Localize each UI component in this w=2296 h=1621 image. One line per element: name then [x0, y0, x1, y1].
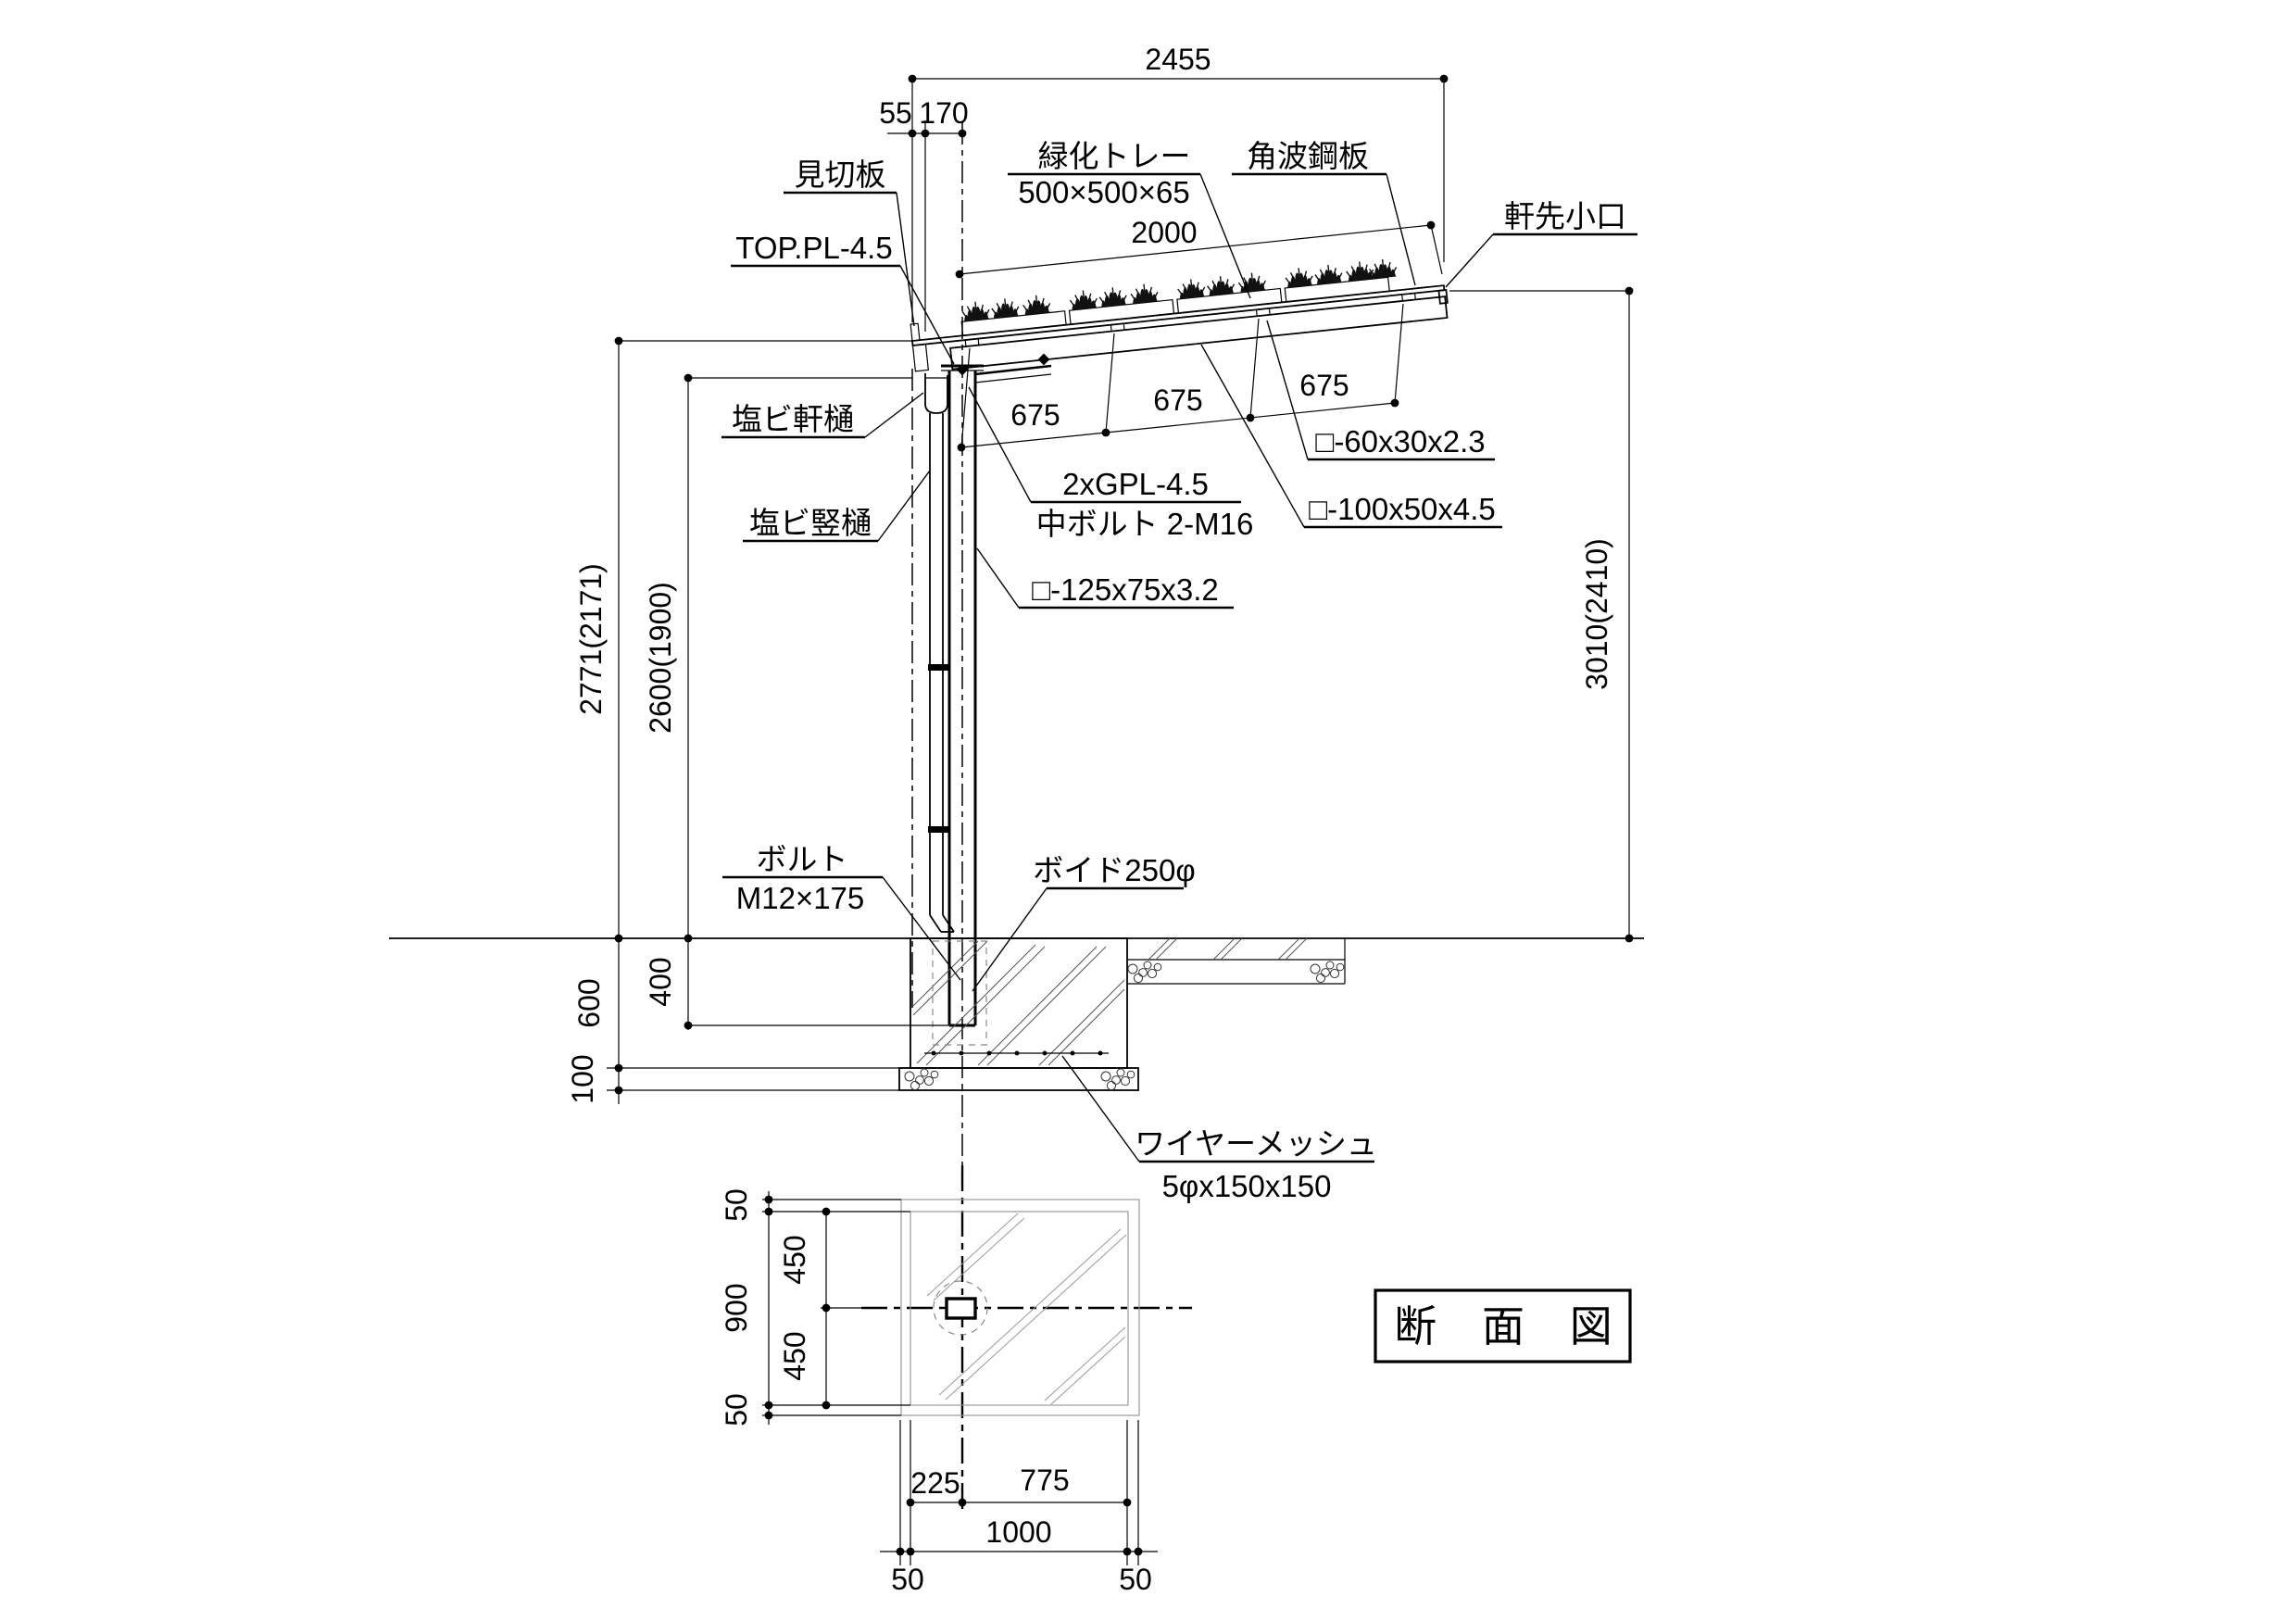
label-downspout: 塩ビ竪樋: [749, 506, 872, 540]
greening-trays: [960, 276, 1390, 336]
annotations: 見切板 TOP.PL-4.5 緑化トレー 500×500×65 角波鋼板 軒先小…: [721, 139, 1637, 1203]
label-top-plate: TOP.PL-4.5: [735, 231, 892, 265]
dim-purlin-span-3: 675: [1299, 369, 1349, 402]
eaves-gutter-profile: [924, 373, 948, 414]
label-wire-mesh: ワイヤーメッシュ: [1135, 1126, 1377, 1161]
wire-mesh-line: [924, 1050, 1109, 1056]
dim-edge-offset: 55: [879, 96, 912, 130]
bolt-mark: [1037, 353, 1050, 366]
label-green-tray: 緑化トレー: [1038, 139, 1191, 173]
gusset-plate-line: [974, 364, 1052, 376]
dimension-lines: [607, 74, 1634, 1565]
plan-inner-square: [910, 1211, 1129, 1406]
dim-height-right: 3010(2410): [1580, 538, 1613, 690]
dim-gutter-offset: 170: [919, 96, 968, 130]
void-circle: [933, 1280, 988, 1336]
steel-post: [941, 353, 1052, 1027]
drawing-title: 断 面 図: [1394, 1302, 1629, 1351]
label-bolt: ボルト: [757, 842, 848, 876]
plan-outer-square: [900, 1199, 1140, 1416]
dim-purlin-span-1: 675: [1010, 398, 1060, 432]
dim-base-depth: 100: [566, 1054, 599, 1103]
plan-post-section: [945, 1297, 977, 1320]
plan-hatch: [926, 1213, 1127, 1405]
dim-embed-depth: 400: [644, 957, 677, 1006]
footing: [898, 937, 1139, 1091]
dim-plan-450-top: 450: [778, 1235, 811, 1284]
dim-height-outer: 2771(2171): [574, 563, 608, 715]
roof-deck: [911, 284, 1446, 346]
dim-plan-225: 225: [910, 1466, 960, 1500]
dim-roof-length: 2000: [1131, 216, 1197, 249]
dim-plan-50-right: 50: [1119, 1563, 1152, 1596]
downspout-pipe: [928, 413, 955, 933]
label-eaves-gutter: 塩ビ軒樋: [732, 402, 854, 436]
label-gusset-plate: 2xGPL-4.5: [1062, 467, 1209, 501]
title-box: [1374, 1288, 1632, 1363]
label-wire-mesh-size: 5φx150x150: [1162, 1169, 1332, 1203]
apron-slab: [1127, 937, 1346, 985]
dim-plan-900: 900: [720, 1283, 753, 1332]
base-slab: [898, 1067, 1139, 1091]
centerlines: [861, 122, 1192, 1512]
label-beam-section: □-100x50x4.5: [1309, 492, 1496, 526]
label-bolt-size: M12×175: [736, 881, 865, 915]
edge-trim-lip: [910, 322, 921, 342]
label-post-section: □-125x75x3.2: [1032, 572, 1219, 607]
label-green-tray-size: 500×500×65: [1018, 175, 1189, 209]
dim-plan-1000: 1000: [985, 1515, 1051, 1549]
concrete-hatch: [912, 940, 1125, 1066]
section-view: [389, 257, 1644, 1091]
purlins: [964, 292, 1416, 347]
eaves-cap: [1437, 288, 1449, 305]
label-mikiriita: 見切板: [795, 157, 886, 192]
label-center-bolt: 中ボルト 2-M16: [1036, 507, 1254, 541]
dim-purlin-span-2: 675: [1153, 383, 1202, 417]
dim-plan-50-bottom: 50: [720, 1393, 753, 1426]
label-purlin-section: □-60x30x2.3: [1315, 424, 1485, 459]
dim-plan-450-bottom: 450: [778, 1331, 811, 1380]
title-block: 断 面 図: [1374, 1288, 1632, 1363]
dim-footing-depth: 600: [572, 978, 606, 1027]
pipe-clamp: [928, 826, 950, 833]
void-form-outline: [932, 940, 987, 1046]
pipe-clamp: [928, 664, 950, 671]
dim-overall-width: 2455: [1145, 43, 1211, 76]
dim-height-inner: 2600(1900): [644, 582, 677, 734]
dim-plan-50-left: 50: [891, 1563, 924, 1596]
label-corrugated-sheet: 角波鋼板: [1247, 139, 1369, 173]
dim-plan-50-top: 50: [720, 1188, 753, 1222]
dimension-texts: 2455 55 170 2000 675 675 675 2771(2171) …: [566, 43, 1613, 1596]
edge-trim-fascia: [911, 343, 930, 372]
label-eaves-edge: 軒先小口: [1504, 199, 1626, 233]
label-void-form: ボイド250φ: [1033, 853, 1195, 887]
dim-plan-775: 775: [1020, 1464, 1069, 1497]
plan-view: [900, 1199, 1140, 1416]
